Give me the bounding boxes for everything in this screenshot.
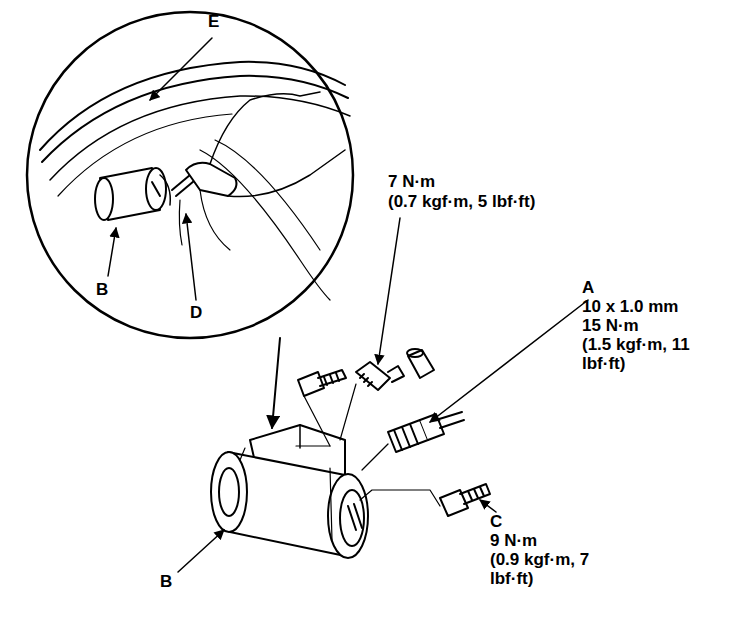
wheel-cylinder [211,425,368,558]
callout-letter: C [490,512,502,531]
mounting-bolt [360,484,490,516]
bleeder-screw [340,362,404,440]
callout-letter: A [582,278,594,297]
leader-lines [108,38,588,572]
torque-spec: (0.9 kgf·m, 7 lbf·ft) [490,550,620,588]
thread-size: 10 x 1.0 mm [582,297,678,316]
detail-circle [27,12,353,338]
screwdriver-and-hand [172,92,345,250]
brake-line-fitting [362,412,464,470]
bleeder-cap [407,349,434,378]
torque-spec: (0.7 kgf·m, 5 lbf·ft) [388,192,535,211]
brake-shoe-arcs [40,62,350,300]
callout-letter: B [96,280,108,299]
callout-letter: E [208,12,219,31]
mounting-bolt [296,370,346,446]
callout-letter: D [190,303,202,322]
torque-spec: (1.5 kgf·m, 11 lbf·ft) [582,335,712,373]
callout-letter: B [160,572,172,591]
torque-spec: 9 N·m [490,531,537,550]
inset-wheel-cylinder [95,168,170,220]
torque-spec: 7 N·m [388,172,435,191]
view-arrow [272,338,280,428]
torque-spec: 15 N·m [582,316,639,335]
